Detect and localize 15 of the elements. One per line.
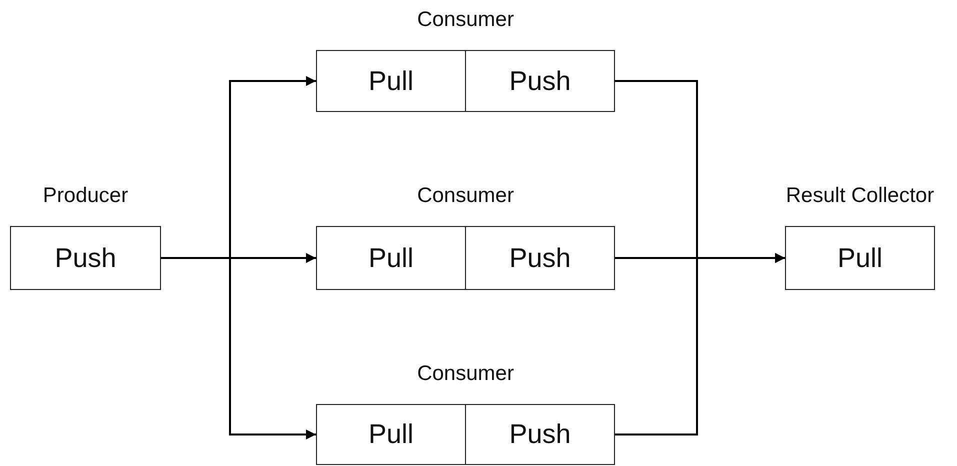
arrow bbox=[615, 253, 785, 436]
node-label: Pull bbox=[368, 242, 414, 274]
node-heading: Producer bbox=[42, 184, 128, 208]
node-label: Push bbox=[509, 419, 571, 450]
node-heading: Consumer bbox=[417, 184, 514, 208]
node-label: Pull bbox=[368, 66, 414, 96]
node-heading: Result Collector bbox=[786, 184, 934, 208]
node-label: Pull bbox=[837, 242, 883, 274]
node-label: Push bbox=[509, 66, 571, 96]
arrow bbox=[161, 257, 316, 440]
node-heading: Consumer bbox=[417, 8, 514, 32]
node-heading: Consumer bbox=[417, 362, 514, 386]
node-label: Pull bbox=[368, 419, 414, 450]
node-label: Push bbox=[509, 242, 571, 274]
node-label: Push bbox=[54, 242, 116, 274]
